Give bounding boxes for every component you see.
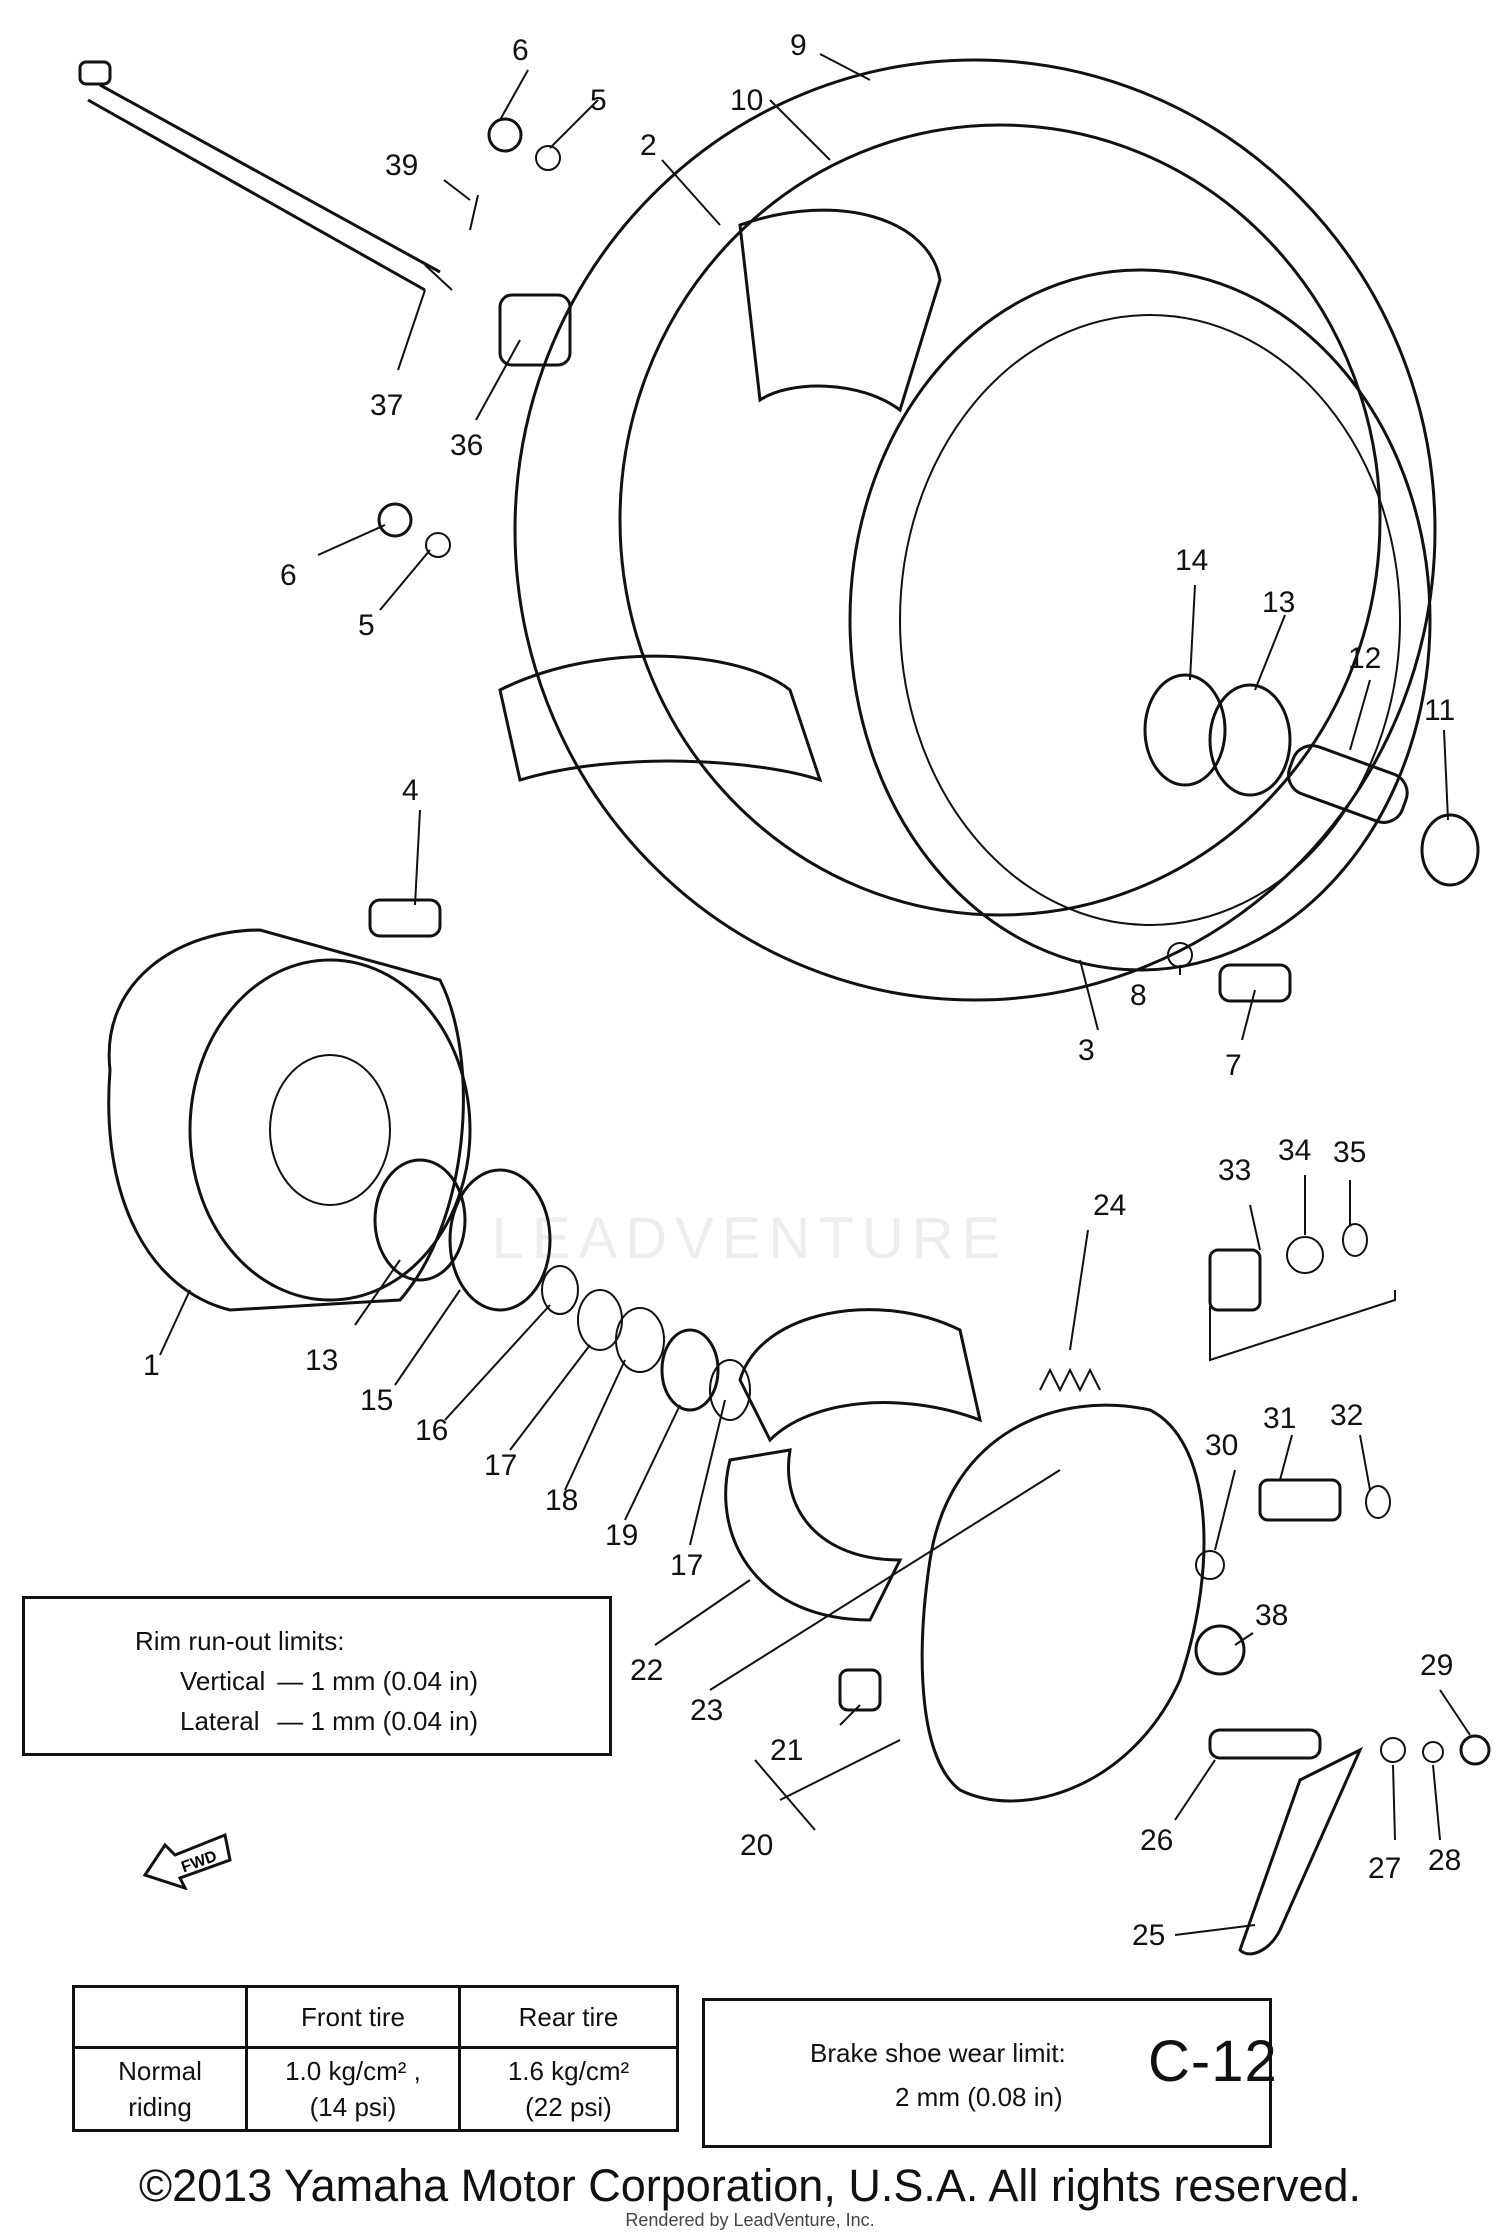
brake-shoe-value: 2 mm (0.08 in) [895, 2082, 1063, 2112]
callout-2: 2 [640, 129, 657, 162]
front-tire-pressure: 1.0 kg/cm² , (14 psi) [245, 2046, 461, 2132]
callout-16: 16 [415, 1414, 448, 1447]
callout-14: 14 [1175, 544, 1208, 577]
table-header-cell: Rear tire [458, 1985, 679, 2049]
rim-runout-box: Rim run-out limits: Vertical — 1 mm (0.0… [22, 1596, 612, 1756]
brake-spring [1039, 1367, 1101, 1393]
table-row-label: Normal riding [72, 2046, 248, 2132]
callout-10: 10 [730, 84, 763, 117]
callout-3: 3 [1078, 1034, 1095, 1067]
callout-5b: 5 [358, 609, 375, 642]
rim-runout-title: Rim run-out limits: [135, 1626, 345, 1656]
callout-6b: 6 [280, 559, 297, 592]
watermark: LEADVENTURE [491, 1206, 1009, 1271]
callout-34: 34 [1278, 1134, 1311, 1167]
rim-lateral-value: — 1 mm (0.04 in) [277, 1706, 479, 1736]
wheel-assembly [498, 58, 1437, 1002]
part-callouts: 6 5 2 9 10 39 37 36 6 5 14 13 12 11 4 8 … [143, 29, 1461, 1952]
callout-4: 4 [402, 774, 419, 807]
rim-vertical-value: — 1 mm (0.04 in) [277, 1666, 479, 1696]
callout-13b: 13 [305, 1344, 338, 1377]
callout-8: 8 [1130, 979, 1147, 1012]
callout-33: 33 [1218, 1154, 1251, 1187]
callout-7: 7 [1225, 1049, 1242, 1082]
callout-1: 1 [143, 1349, 160, 1382]
tire-pressure-table: Front tire Rear tire Normal riding 1.0 k… [72, 1985, 679, 2132]
callout-11: 11 [1424, 694, 1455, 727]
callout-18: 18 [545, 1484, 578, 1517]
callout-12: 12 [1348, 642, 1381, 675]
rim-lateral-label: Lateral [180, 1706, 260, 1736]
table-row: Normal riding 1.0 kg/cm² , (14 psi) 1.6 … [72, 2046, 679, 2132]
callout-17: 17 [484, 1449, 517, 1482]
callout-31: 31 [1263, 1402, 1296, 1435]
callout-6: 6 [512, 34, 529, 67]
leader-lines [159, 53, 1471, 1936]
axle [78, 60, 453, 292]
callout-30: 30 [1205, 1429, 1238, 1462]
brake-shoes [724, 1308, 983, 1622]
brake-arm [1238, 1746, 1364, 1956]
wheel-hub [107, 928, 472, 1312]
callout-37: 37 [370, 389, 403, 422]
callout-5: 5 [590, 84, 607, 117]
callout-13: 13 [1262, 586, 1295, 619]
gear-parts [368, 194, 1491, 1766]
callout-23: 23 [690, 1694, 723, 1727]
callout-9: 9 [790, 29, 807, 62]
copyright-notice: ©2013 Yamaha Motor Corporation, U.S.A. A… [138, 2160, 1362, 2211]
callout-15: 15 [360, 1384, 393, 1417]
callout-29: 29 [1420, 1649, 1453, 1682]
callout-22: 22 [630, 1654, 663, 1687]
callout-20: 20 [740, 1829, 773, 1862]
table-header-cell [72, 1985, 248, 2049]
table-header-row: Front tire Rear tire [72, 1985, 679, 2049]
callout-38: 38 [1255, 1599, 1288, 1632]
rim-vertical-label: Vertical [180, 1666, 266, 1696]
callout-39: 39 [385, 149, 418, 182]
callout-21: 21 [770, 1734, 803, 1767]
callout-17b: 17 [670, 1549, 703, 1582]
callout-27: 27 [1368, 1852, 1401, 1885]
fwd-arrow-icon: FWD [142, 1832, 232, 1890]
brake-shoe-box: Brake shoe wear limit: 2 mm (0.08 in) [702, 1998, 1272, 2148]
callout-36: 36 [450, 429, 483, 462]
bearings-and-washers [373, 117, 1480, 1421]
brake-shoe-label: Brake shoe wear limit: [810, 2038, 1066, 2068]
table-header-cell: Front tire [245, 1985, 461, 2049]
callout-26: 26 [1140, 1824, 1173, 1857]
callout-24: 24 [1093, 1189, 1126, 1222]
rendered-by-credit: Rendered by LeadVenture, Inc. [625, 2210, 875, 2230]
rear-tire-pressure: 1.6 kg/cm² (22 psi) [458, 2046, 679, 2132]
callout-19: 19 [605, 1519, 638, 1552]
callout-32: 32 [1330, 1399, 1363, 1432]
brake-plate [920, 1403, 1206, 1803]
callout-35: 35 [1333, 1136, 1366, 1169]
callout-25: 25 [1132, 1919, 1165, 1952]
rim-vertical-row: Vertical — 1 mm (0.04 in) [135, 1661, 609, 1701]
rim-lateral-row: Lateral — 1 mm (0.04 in) [135, 1701, 609, 1741]
callout-28: 28 [1428, 1844, 1461, 1877]
page-code: C-12 [1148, 2029, 1278, 2094]
